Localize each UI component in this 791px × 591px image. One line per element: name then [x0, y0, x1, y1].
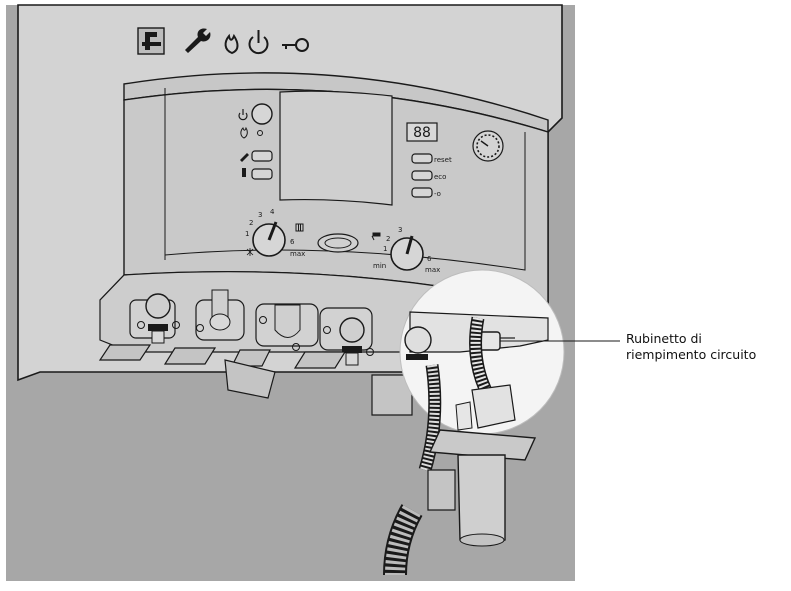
hot-water-dial[interactable]: min 1 2 3 6 max	[371, 226, 440, 274]
panel-window	[279, 90, 393, 206]
svg-text:min: min	[373, 262, 386, 270]
heating-dial[interactable]: 1 2 3 4 6 max	[245, 208, 305, 258]
highlighted-area	[404, 311, 549, 472]
power-icon	[248, 30, 269, 55]
reset-button[interactable]	[411, 153, 433, 164]
eco-label: eco	[434, 173, 446, 181]
frost-icon	[246, 248, 254, 256]
mounting-brackets	[98, 344, 413, 416]
svg-text:6: 6	[427, 255, 432, 263]
temperature-button[interactable]	[251, 168, 273, 180]
pressure-gauge	[472, 130, 504, 162]
right-control-group: 88 reset eco -o	[406, 122, 504, 198]
key-button[interactable]	[411, 187, 433, 198]
valve-1	[129, 293, 176, 344]
condensate-siphon	[383, 429, 537, 576]
eco-button[interactable]	[411, 170, 433, 181]
brand-oval	[317, 233, 359, 253]
svg-text:6: 6	[290, 238, 295, 246]
valve-3	[255, 303, 319, 347]
power-button[interactable]	[251, 103, 273, 125]
tap-icon	[371, 232, 381, 241]
left-control-group	[238, 103, 273, 180]
radiator-icon	[295, 223, 304, 232]
svg-text:3: 3	[258, 211, 262, 219]
service-button[interactable]	[251, 150, 273, 162]
svg-text:max: max	[425, 266, 440, 274]
callout-line-2: riempimento circuito	[626, 347, 757, 362]
key-icon	[282, 38, 309, 52]
svg-text:2: 2	[249, 219, 253, 227]
digital-display	[406, 122, 438, 142]
reset-label: reset	[434, 156, 452, 164]
display-digits: 88	[413, 125, 431, 141]
top-icon-strip	[137, 27, 309, 55]
flame-icon	[224, 33, 239, 55]
valve-2	[195, 289, 245, 341]
valve-row	[129, 289, 374, 366]
svg-text:1: 1	[245, 230, 249, 238]
chimney-sweep-icon	[137, 27, 165, 55]
svg-text:4: 4	[270, 208, 275, 216]
valve-4	[319, 307, 373, 366]
svg-text:3: 3	[398, 226, 402, 234]
svg-text:1: 1	[383, 245, 387, 253]
callout-label: Rubinetto di riempimento circuito	[626, 331, 786, 363]
svg-text:max: max	[290, 250, 305, 258]
wrench-icon	[185, 28, 211, 53]
flame-led	[257, 130, 263, 136]
callout-line-1: Rubinetto di	[626, 331, 702, 346]
svg-text:2: 2	[386, 235, 390, 243]
key-label: -o	[434, 190, 441, 198]
